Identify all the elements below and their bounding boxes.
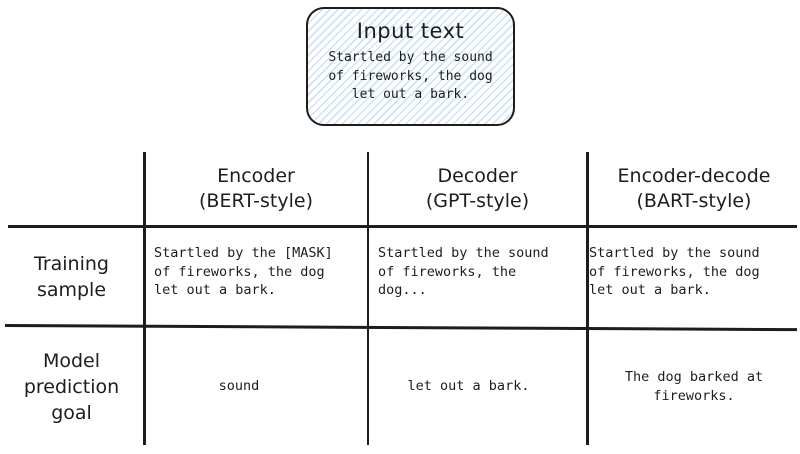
cell-goal-encoder-decoder: The dog barked at fireworks. [624,369,764,404]
cell-training-encoder: Startled by the [MASK] of fireworks, the… [154,245,333,298]
input-text-title: Input text [356,19,465,43]
col-header-decoder-name: Decoder [437,165,518,187]
col-header-encoder-decoder-style: (BART-style) [636,190,752,212]
cell-training-encoder-decoder: Startled by the sound of fireworks, the … [589,245,760,298]
column-divider-2 [366,152,369,445]
input-text-body: Startled by the sound of fireworks, the … [328,50,493,102]
col-header-encoder-decoder-name: Encoder-decode [617,165,771,187]
row-label-model-prediction-goal: Model prediction goal [23,349,120,424]
input-text-box: Input text Startled by the sound of fire… [306,7,515,126]
col-header-encoder-name: Encoder [217,165,295,187]
column-divider-3 [586,152,589,445]
col-header-encoder-style: (BERT-style) [199,190,313,212]
row-label-training-sample: Training sample [34,252,109,301]
col-header-encoder-decoder: Encoder-decode (BART-style) [588,153,800,225]
col-header-decoder-style: (GPT-style) [425,190,530,212]
col-header-decoder: Decoder (GPT-style) [369,153,586,225]
cell-goal-decoder: let out a bark. [407,378,530,395]
cell-training-decoder: Startled by the sound of fireworks, the … [378,245,549,298]
col-header-encoder: Encoder (BERT-style) [145,153,367,225]
row-divider-1 [8,225,797,228]
cell-goal-encoder: sound [218,378,260,395]
column-divider-1 [143,152,146,445]
